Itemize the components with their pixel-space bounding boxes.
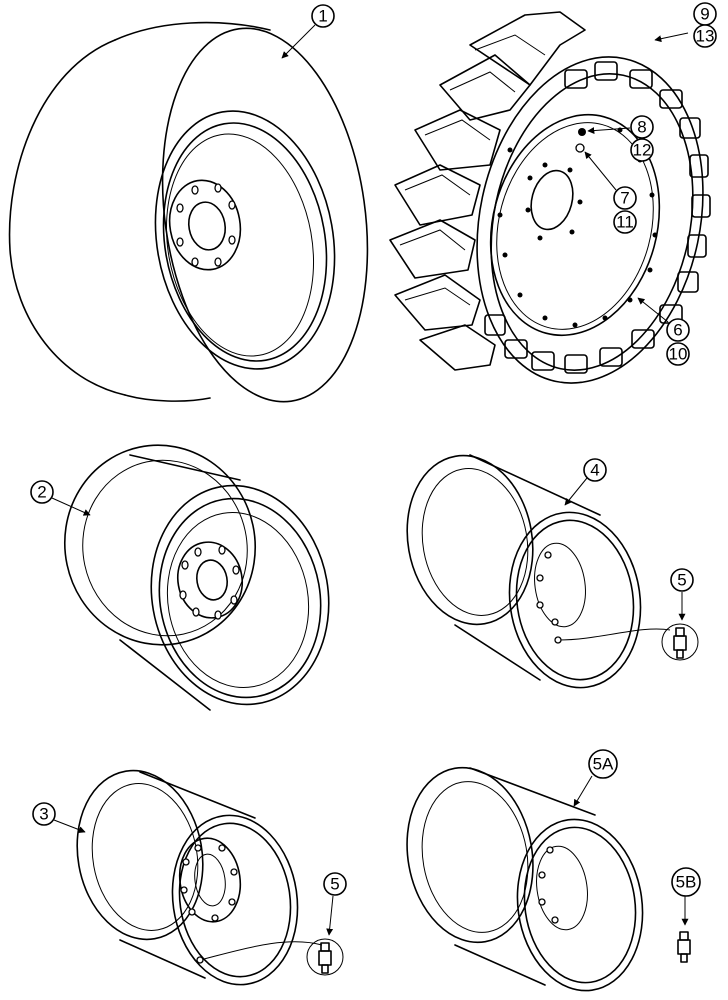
callout-label-9: 9 bbox=[700, 5, 709, 24]
valve-stem-5-lower bbox=[306, 938, 344, 976]
segmented-tire bbox=[389, 11, 711, 384]
callout-label-2: 2 bbox=[37, 483, 46, 502]
callout-label-7: 7 bbox=[620, 189, 629, 208]
callout-marker bbox=[588, 749, 618, 779]
solid-tire bbox=[8, 21, 369, 403]
callout-marker bbox=[323, 872, 347, 896]
callout-label-13: 13 bbox=[696, 27, 715, 46]
callout-marker bbox=[630, 115, 654, 139]
callout-marker bbox=[671, 867, 701, 897]
callout-label-3: 3 bbox=[39, 805, 48, 824]
callout-label-5-upper: 5 bbox=[677, 571, 686, 590]
callout-marker bbox=[613, 210, 637, 234]
callout-marker bbox=[583, 458, 607, 482]
callout-marker bbox=[630, 138, 654, 162]
callout-marker bbox=[32, 802, 56, 826]
callout-label-5B: 5B bbox=[676, 873, 697, 892]
callout-marker bbox=[666, 318, 690, 342]
callout-label-5A: 5A bbox=[593, 755, 614, 774]
callout-marker bbox=[30, 480, 54, 504]
callout-label-4: 4 bbox=[590, 461, 599, 480]
wheel-rim-3 bbox=[76, 769, 323, 986]
callout-marker bbox=[666, 342, 690, 366]
callout-label-12: 12 bbox=[633, 141, 652, 160]
callout-label-1: 1 bbox=[318, 7, 327, 26]
wheel-rim-2 bbox=[63, 444, 330, 711]
wheel-rim-5A bbox=[406, 766, 644, 992]
callout-marker bbox=[670, 568, 694, 592]
callout-label-8: 8 bbox=[637, 118, 646, 137]
callout-marker bbox=[693, 24, 717, 48]
lug-holes bbox=[176, 183, 236, 267]
callout-label-5-lower: 5 bbox=[330, 875, 339, 894]
valve-stem-5B bbox=[677, 931, 691, 963]
wheel-rim-4 bbox=[406, 454, 671, 689]
valve-stem-5-upper bbox=[661, 623, 699, 661]
callout-label-11: 11 bbox=[616, 213, 634, 232]
callout-marker bbox=[311, 4, 335, 28]
callout-marker bbox=[613, 186, 637, 210]
tire-segments bbox=[484, 61, 711, 374]
callout-label-10: 10 bbox=[669, 345, 688, 364]
callout-label-6: 6 bbox=[673, 321, 682, 340]
